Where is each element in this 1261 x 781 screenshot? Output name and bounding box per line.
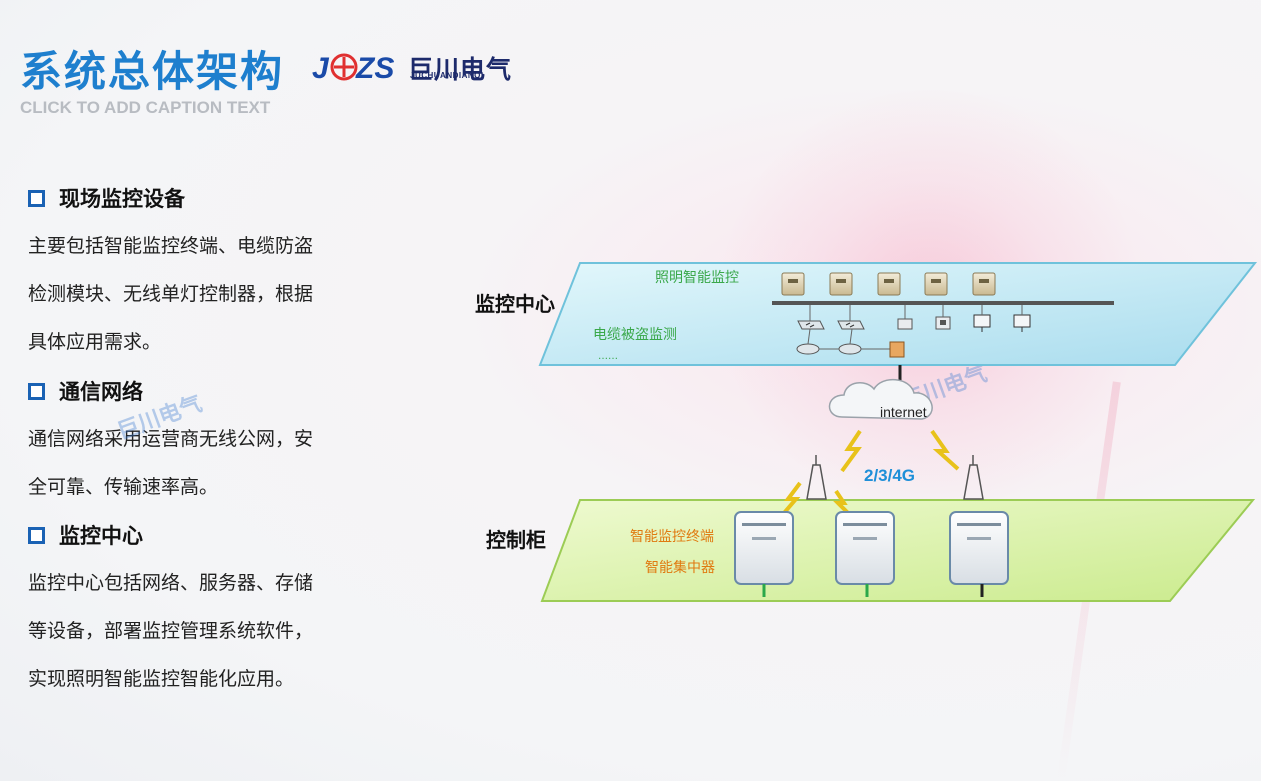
section-heading-text: 监控中心 xyxy=(59,523,143,548)
bullet-square-icon xyxy=(28,189,45,207)
section-body-network: 通信网络采用运营商无线公网，安 全可靠、传输速率高。 xyxy=(28,415,373,511)
monitor-center-plane xyxy=(538,262,1258,366)
architecture-diagram: 监控中心 照明智能监控 电缆被盗监测 …… internet 2/3/4G xyxy=(475,262,1258,602)
caption-placeholder[interactable]: CLICK TO ADD CAPTION TEXT xyxy=(20,98,271,117)
cell-tower-icon xyxy=(806,455,827,500)
server-icon xyxy=(781,272,805,296)
router-icon xyxy=(796,343,820,355)
concentrator-device-icon xyxy=(949,511,1009,597)
server-icon xyxy=(972,272,996,296)
wireless-signal-icon xyxy=(782,481,802,515)
cell-tower-icon xyxy=(963,455,984,500)
section-body-field-devices: 主要包括智能监控终端、电缆防盗 检测模块、无线单灯控制器，根据 具体应用需求。 xyxy=(28,222,373,366)
section-heading-network: 通信网络 xyxy=(28,376,143,406)
page-title[interactable]: 系统总体架构 xyxy=(20,47,285,96)
sub-label-lighting-monitor: 照明智能监控 xyxy=(655,270,739,286)
workstation-icon xyxy=(897,318,913,330)
network-bus xyxy=(772,301,1114,305)
terminal-device-icon xyxy=(835,511,895,597)
cloud-label: internet xyxy=(880,404,927,420)
link-line xyxy=(807,328,811,345)
logo-text-english: JUCHUANDIANQI xyxy=(410,71,484,80)
server-icon xyxy=(829,272,853,296)
wireless-signal-icon xyxy=(833,489,850,515)
body-line: 等设备，部署监控管理系统软件， xyxy=(28,620,314,642)
sub-label-smart-terminal: 智能监控终端 xyxy=(630,529,714,545)
body-line: 实现照明智能监控智能化应用。 xyxy=(28,668,295,690)
section-heading-monitor-center: 监控中心 xyxy=(28,520,143,550)
svg-text:ZS: ZS xyxy=(355,52,394,84)
switch-icon xyxy=(797,320,825,330)
firewall-icon xyxy=(889,341,905,358)
switch-icon xyxy=(837,320,865,330)
body-line: 检测模块、无线单灯控制器，根据 xyxy=(28,283,314,305)
workstation-icon xyxy=(935,316,951,330)
terminal-device-icon xyxy=(734,511,794,597)
bullet-square-icon xyxy=(28,382,45,400)
server-icon xyxy=(924,272,948,296)
section-heading-text: 通信网络 xyxy=(59,379,143,404)
body-line: 全可靠、传输速率高。 xyxy=(28,476,219,498)
body-line: 通信网络采用运营商无线公网，安 xyxy=(28,428,314,450)
network-type-label: 2/3/4G xyxy=(864,466,915,485)
bullet-square-icon xyxy=(28,526,45,544)
server-icon xyxy=(877,272,901,296)
control-cabinet-plane xyxy=(540,499,1256,602)
sub-label-dots: …… xyxy=(598,351,618,362)
internet-cloud-icon xyxy=(828,379,933,420)
diagram-label-monitor-center: 监控中心 xyxy=(475,292,555,316)
body-line: 具体应用需求。 xyxy=(28,331,162,353)
sub-label-cable-theft: 电缆被盗监测 xyxy=(593,327,677,343)
body-line: 主要包括智能监控终端、电缆防盗 xyxy=(28,235,314,257)
diagram-label-control-cabinet: 控制柜 xyxy=(486,528,546,552)
company-logo: J ZS xyxy=(312,52,394,84)
wireless-signal-icon xyxy=(930,429,960,471)
svg-text:J: J xyxy=(312,52,330,84)
section-heading-text: 现场监控设备 xyxy=(59,186,185,211)
wireless-signal-icon xyxy=(840,429,862,473)
section-body-monitor-center: 监控中心包括网络、服务器、存储 等设备，部署监控管理系统软件， 实现照明智能监控… xyxy=(28,559,373,703)
body-line: 监控中心包括网络、服务器、存储 xyxy=(28,572,314,594)
link-line xyxy=(849,328,853,345)
sub-label-concentrator: 智能集中器 xyxy=(645,559,715,576)
logo-text-chinese: 巨川电气 xyxy=(408,55,513,84)
router-icon xyxy=(838,343,862,355)
section-heading-field-devices: 现场监控设备 xyxy=(28,183,185,213)
